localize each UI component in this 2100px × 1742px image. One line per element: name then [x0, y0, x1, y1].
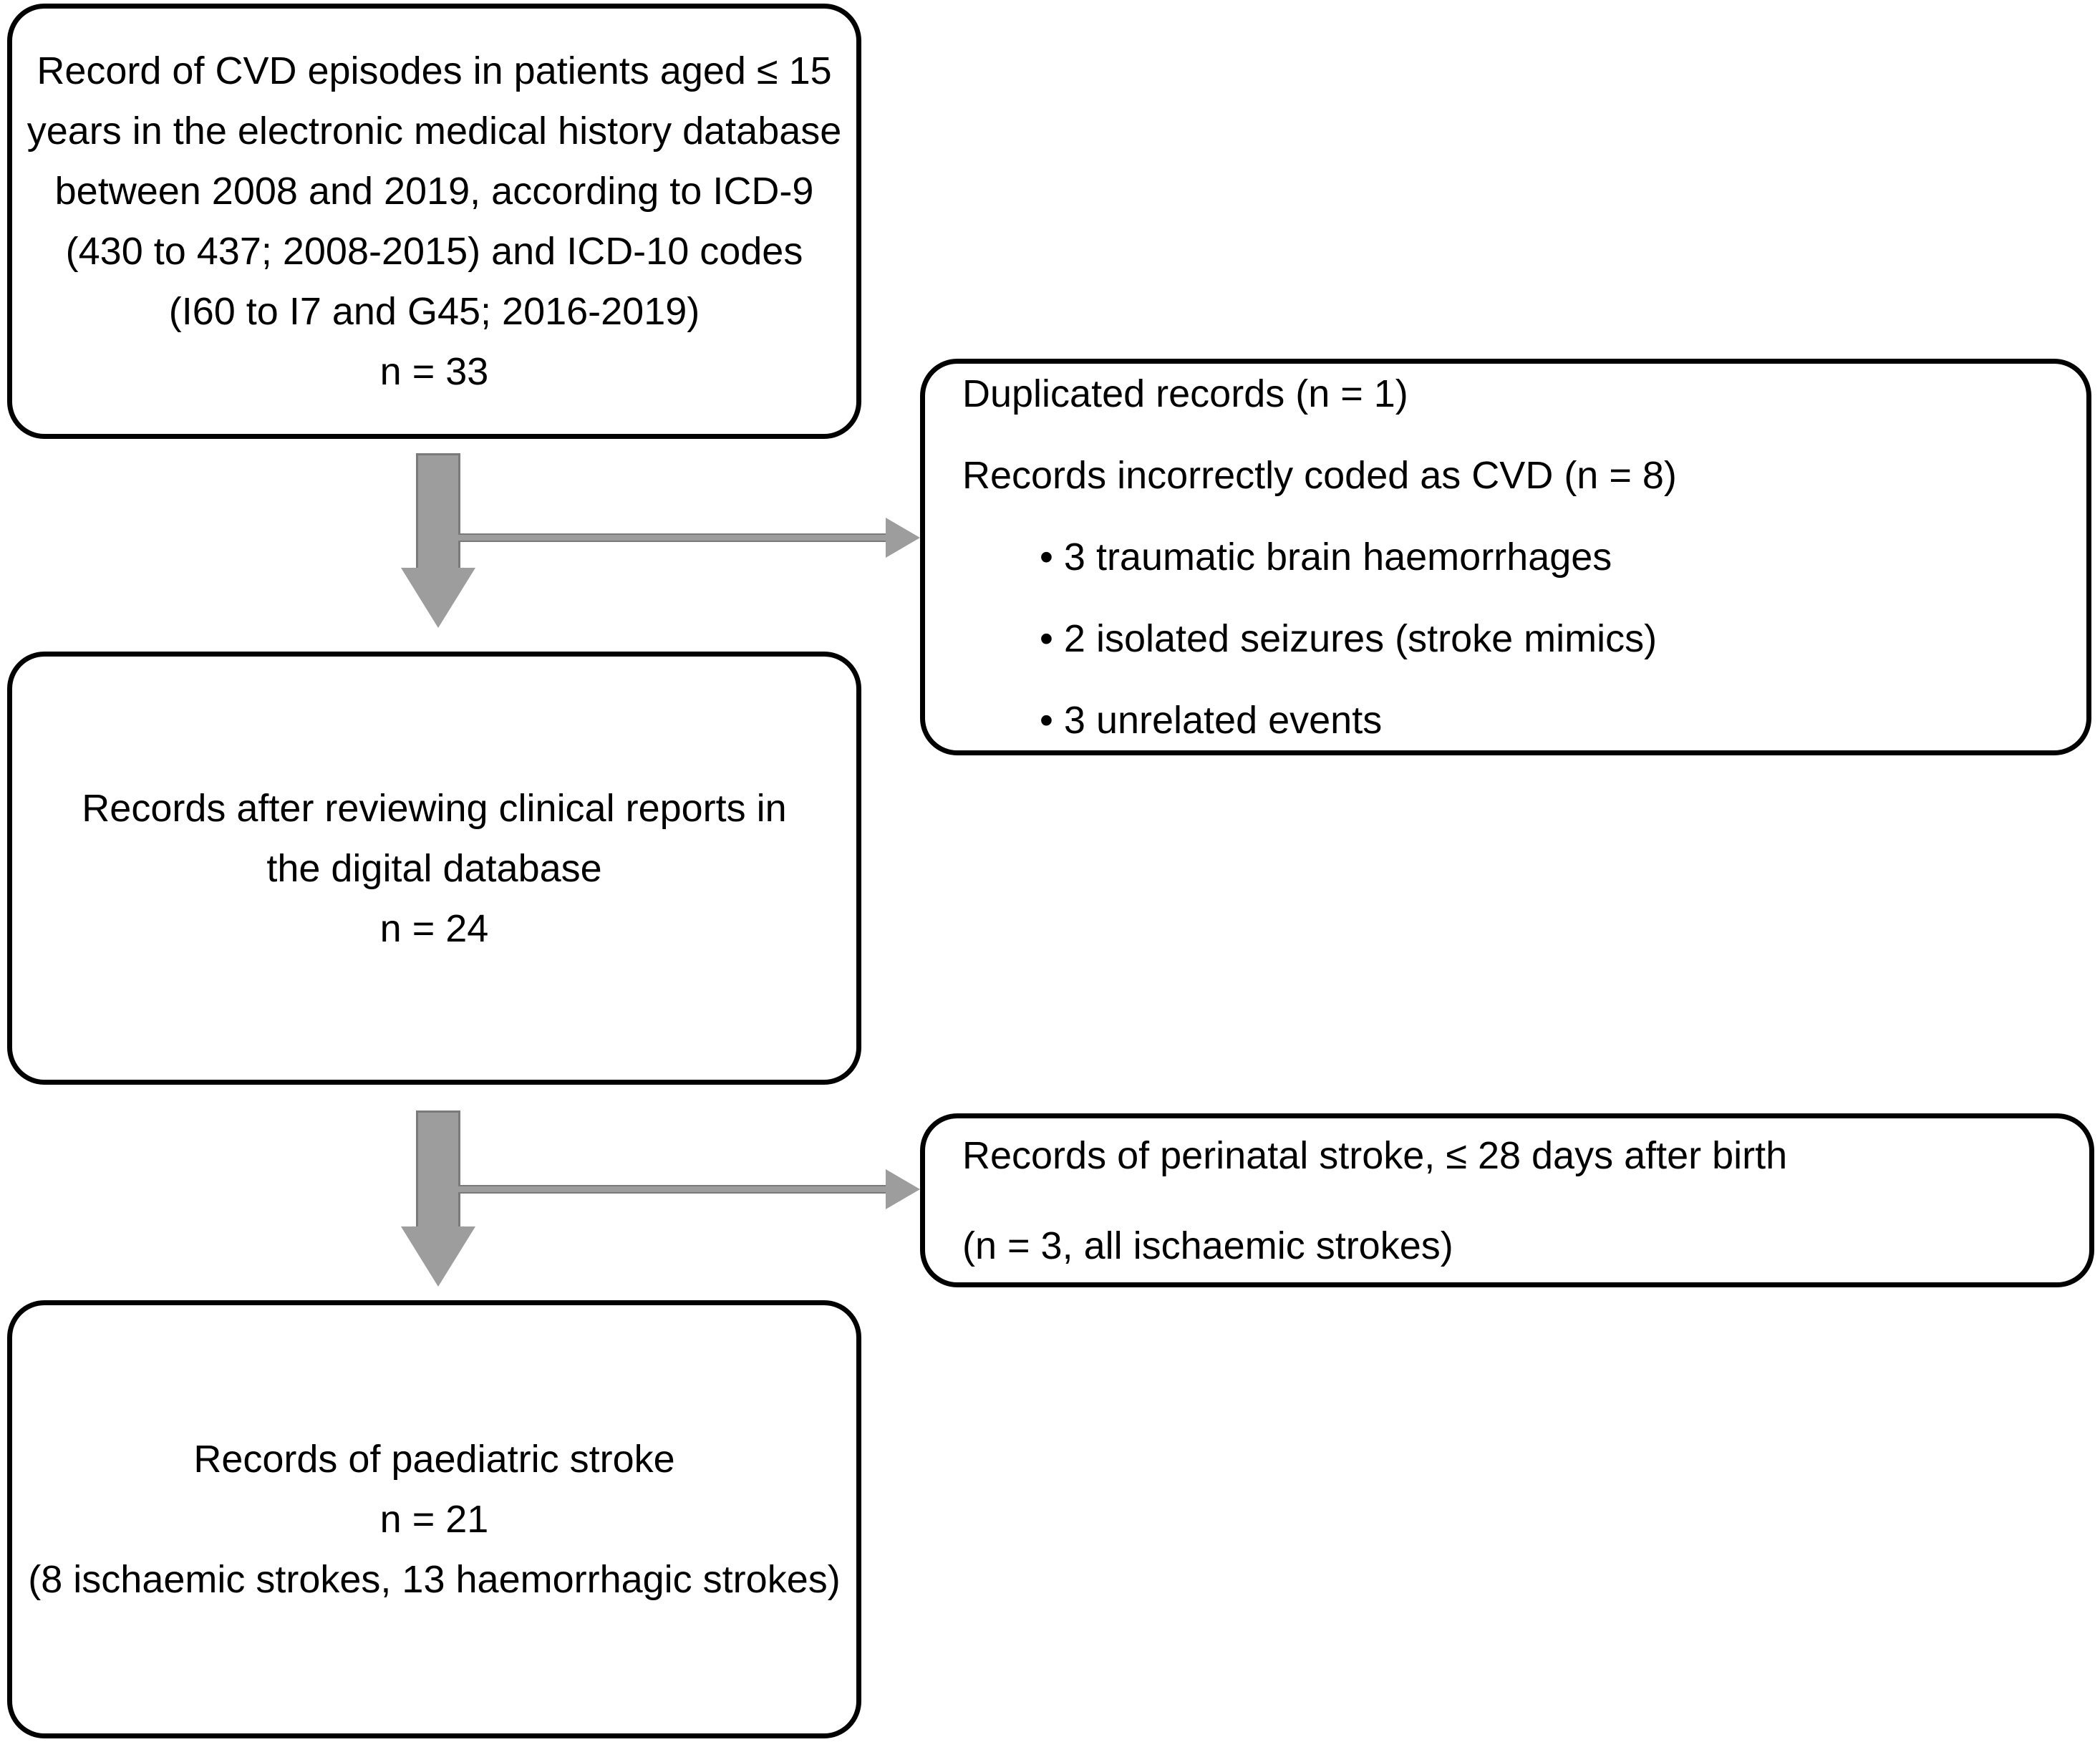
- spacer: [962, 587, 2058, 609]
- exclusion-arrow-right-1-shaft: [458, 533, 888, 542]
- flow-arrow-down-1: [401, 453, 475, 628]
- reviewed-records-line-1: Records after reviewing clinical reports…: [82, 786, 787, 830]
- source-records-line-5: (I60 to I7 and G45; 2016-2019): [168, 290, 700, 333]
- spacer: [962, 424, 2058, 445]
- exclusion-arrow-right-2: [458, 1169, 920, 1209]
- excluded-coding-line-1: Duplicated records (n = 1): [962, 372, 1408, 415]
- source-records-line-4: (430 to 437; 2008-2015) and ICD-10 codes: [65, 230, 803, 273]
- excluded-perinatal-line-2: (n = 3, all ischaemic strokes): [962, 1224, 1453, 1267]
- excluded-coding-box: Duplicated records (n = 1) Records incor…: [920, 359, 2091, 755]
- final-records-breakdown: (8 ischaemic strokes, 13 haemorrhagic st…: [28, 1558, 841, 1601]
- source-records-line-3: between 2008 and 2019, according to ICD-…: [54, 170, 814, 213]
- flow-arrow-down-2: [401, 1110, 475, 1288]
- spacer: [962, 1186, 2061, 1216]
- excluded-coding-line-2: Records incorrectly coded as CVD (n = 8): [962, 454, 1677, 497]
- reviewed-records-box: Records after reviewing clinical reports…: [7, 652, 861, 1085]
- source-records-count: n = 33: [379, 350, 489, 393]
- exclusion-arrow-right-2-shaft: [458, 1185, 888, 1194]
- final-records-line-1: Records of paediatric stroke: [193, 1438, 675, 1481]
- flow-arrow-down-1-shaft: [416, 453, 460, 570]
- excluded-coding-bullet-3: • 3 unrelated events: [1040, 699, 1383, 742]
- final-records-count: n = 21: [379, 1498, 489, 1541]
- source-records-box: Record of CVD episodes in patients aged …: [7, 4, 861, 439]
- spacer: [962, 669, 2058, 690]
- excluded-perinatal-line-1: Records of perinatal stroke, ≤ 28 days a…: [962, 1133, 1788, 1177]
- flow-arrow-down-2-head: [401, 1226, 475, 1287]
- spacer: [962, 505, 2058, 527]
- source-records-line-2: years in the electronic medical history …: [26, 110, 842, 153]
- excluded-coding-bullet-2: • 2 isolated seizures (stroke mimics): [1040, 617, 1658, 660]
- exclusion-arrow-right-1: [458, 518, 920, 558]
- final-records-box: Records of paediatric stroke n = 21 (8 i…: [7, 1300, 861, 1738]
- excluded-perinatal-box: Records of perinatal stroke, ≤ 28 days a…: [920, 1113, 2094, 1287]
- source-records-line-1: Record of CVD episodes in patients aged …: [37, 49, 832, 92]
- reviewed-records-count: n = 24: [379, 906, 489, 950]
- excluded-coding-bullet-1: • 3 traumatic brain haemorrhages: [1040, 536, 1612, 579]
- flow-arrow-down-2-shaft: [416, 1110, 460, 1229]
- reviewed-records-line-2: the digital database: [266, 846, 602, 890]
- flow-arrow-down-1-head: [401, 568, 475, 628]
- exclusion-arrow-right-1-head: [886, 518, 920, 558]
- exclusion-arrow-right-2-head: [886, 1169, 920, 1209]
